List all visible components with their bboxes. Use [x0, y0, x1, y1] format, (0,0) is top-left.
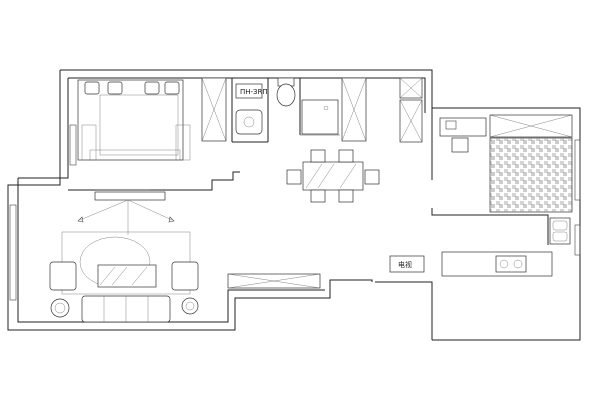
side-rug	[175, 124, 191, 161]
computer-icon	[445, 120, 457, 130]
arrowhead-icon	[77, 216, 84, 223]
tiled-floor	[489, 137, 573, 213]
pillow	[84, 81, 100, 95]
dining-area	[286, 149, 380, 203]
arrowhead-icon	[168, 216, 175, 223]
pillow	[107, 81, 123, 95]
dining-chair	[364, 169, 380, 185]
toilet	[276, 83, 296, 107]
dining-chair	[338, 189, 354, 203]
desk-chair	[451, 137, 469, 153]
kitchen-sink	[549, 217, 571, 245]
dining-chair	[310, 189, 326, 203]
coffee-table	[97, 264, 157, 288]
armchair	[171, 261, 199, 291]
pillow	[144, 81, 160, 95]
window	[574, 224, 581, 256]
dining-chair	[338, 149, 354, 163]
bathroom-mirror-label: ΠH-ЗRΠ	[240, 88, 268, 96]
bathroom: ΠH-ЗRΠ	[231, 77, 423, 143]
tv-unit-label: 电视	[398, 260, 412, 269]
living-room	[9, 191, 321, 323]
pillow	[164, 81, 180, 95]
bedroom	[68, 77, 240, 191]
outer-walls	[7, 69, 581, 341]
tv-cabinet	[94, 191, 166, 201]
armchair	[49, 261, 77, 291]
dining-table	[302, 161, 364, 191]
kitchen-area: 电视	[389, 108, 581, 277]
foot-rug	[89, 149, 181, 161]
tv-unit	[389, 255, 425, 273]
living-window	[9, 204, 17, 301]
washbasin	[235, 109, 263, 135]
shower	[301, 99, 339, 135]
desk	[439, 117, 487, 137]
dining-chair	[286, 169, 302, 185]
window	[574, 139, 581, 201]
side-table	[50, 298, 70, 318]
side-rug	[81, 124, 97, 161]
bedroom-window	[69, 124, 77, 166]
dining-chair	[310, 149, 326, 163]
bathroom-mirror	[235, 83, 263, 99]
stove	[495, 255, 527, 273]
side-table	[181, 297, 199, 315]
